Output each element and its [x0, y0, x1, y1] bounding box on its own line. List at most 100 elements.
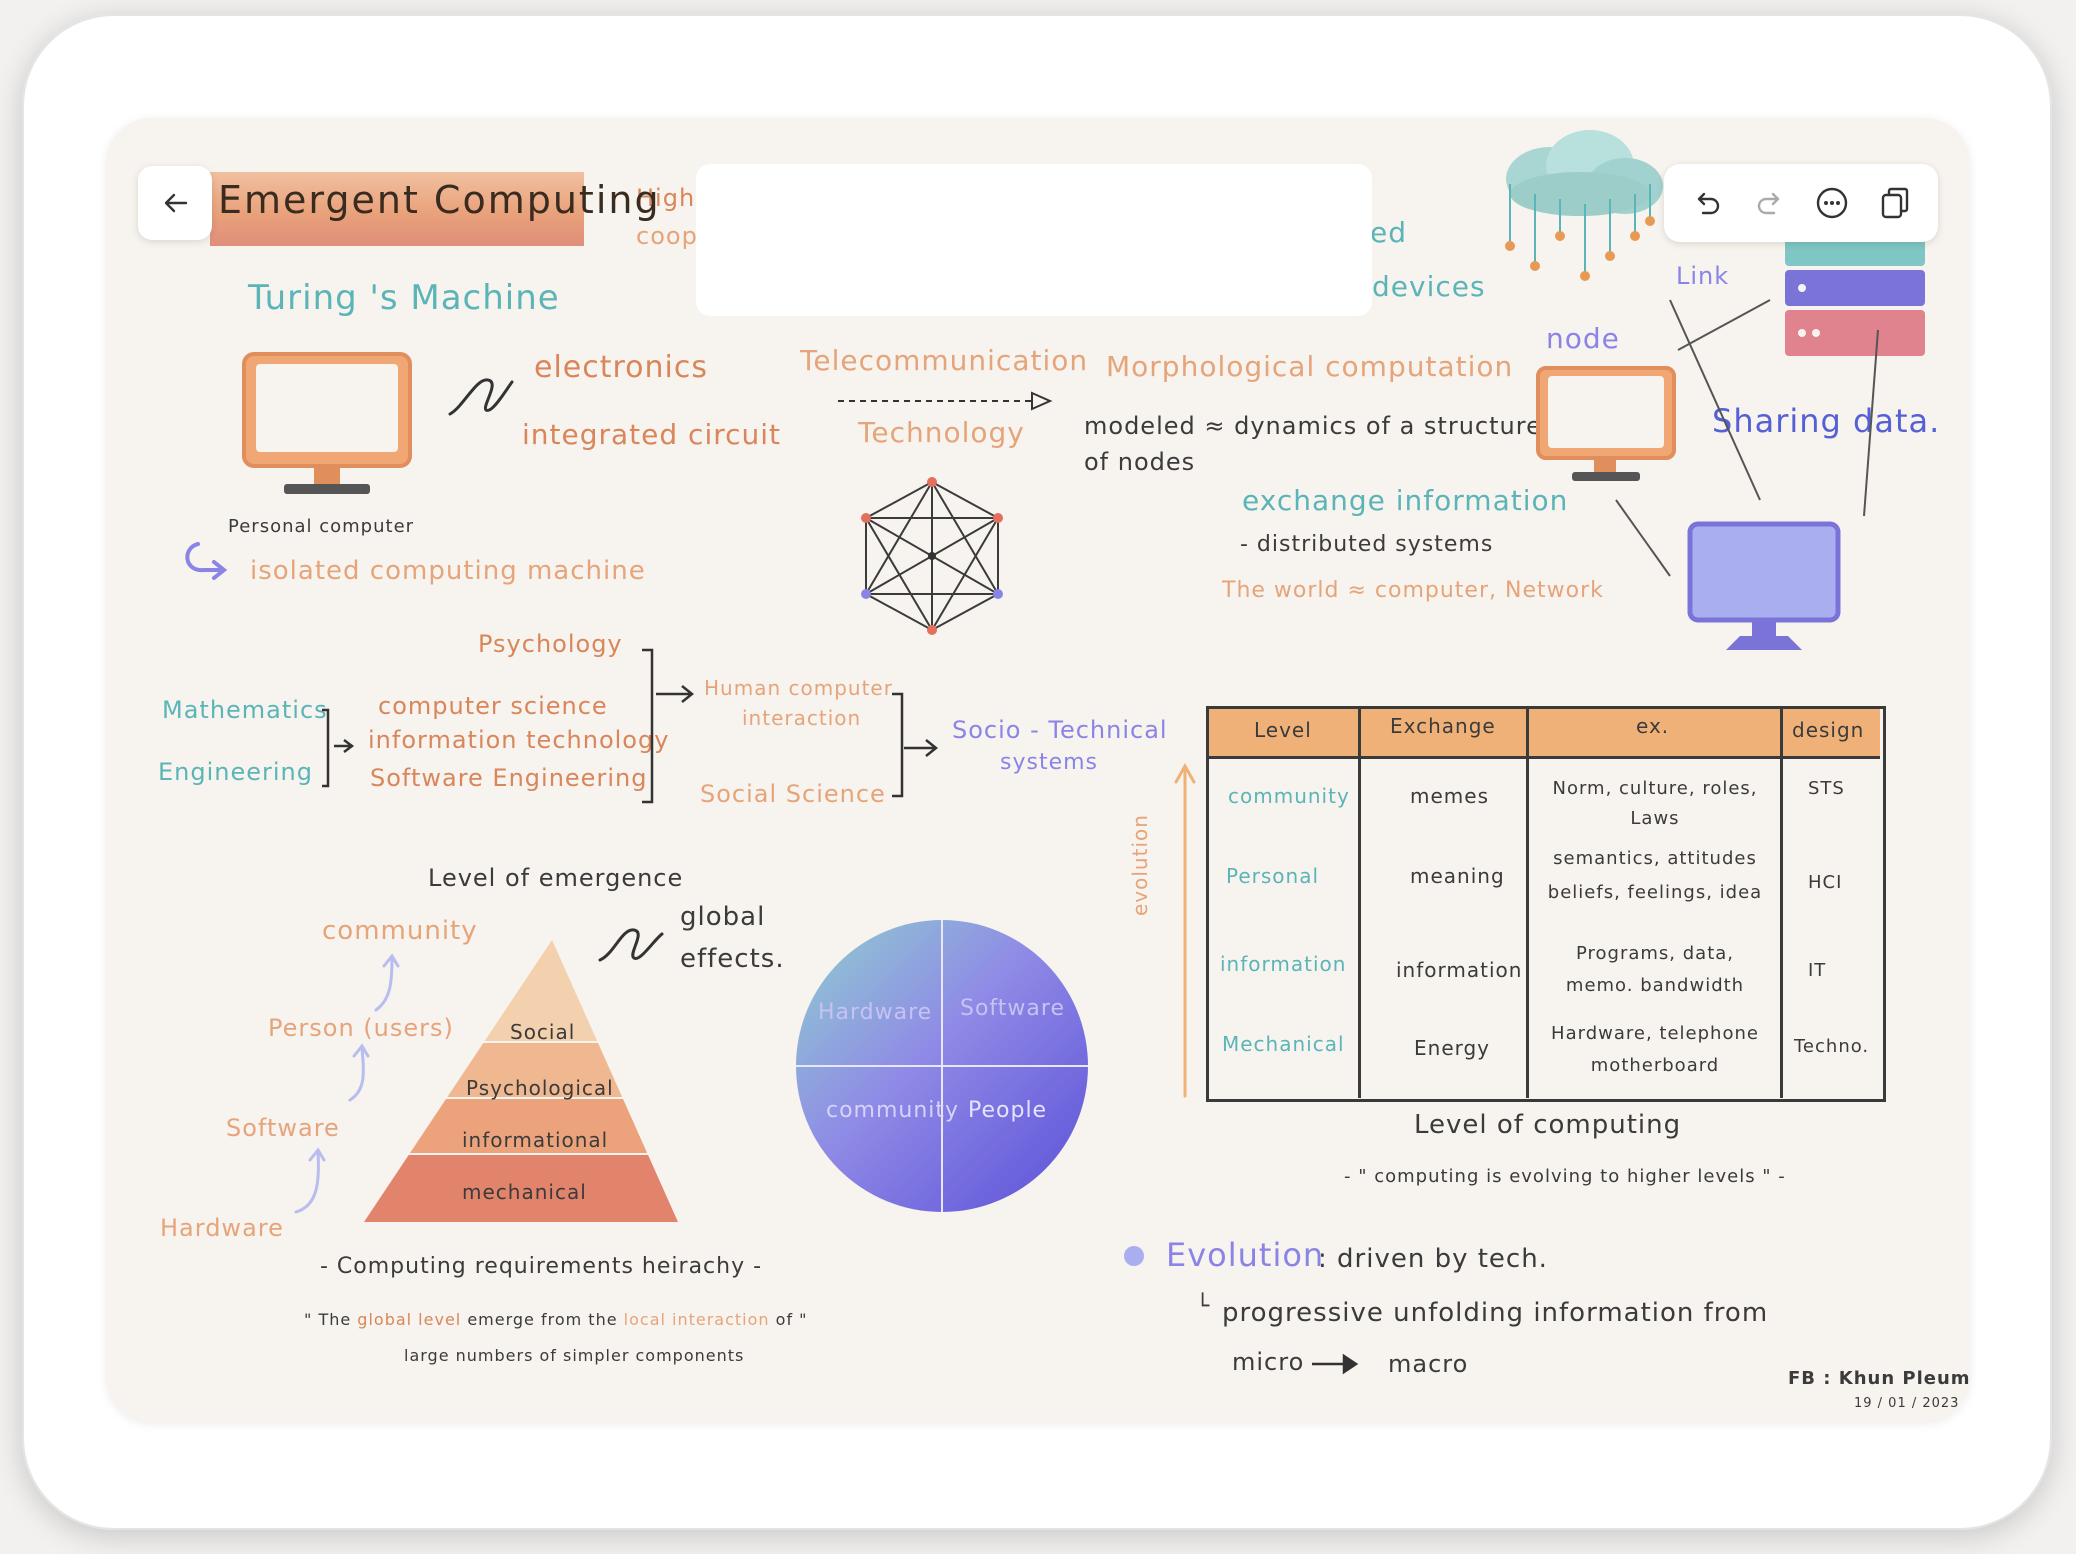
- driven-text: : driven by tech.: [1318, 1244, 1548, 1274]
- link-lines: [1615, 299, 1879, 577]
- person-label: Person (users): [268, 1014, 454, 1042]
- table-cell-level: community: [1228, 784, 1350, 808]
- back-button[interactable]: [138, 166, 212, 240]
- evolution-arrow: [1174, 762, 1196, 1098]
- social-science-text: Social Science: [700, 780, 886, 808]
- undo-button[interactable]: [1685, 181, 1729, 225]
- bullet-dot: [1124, 1246, 1144, 1266]
- monitor-icon: [242, 352, 412, 494]
- pyramid-mech: mechanical: [462, 1180, 587, 1204]
- table-cell-design: IT: [1808, 960, 1827, 981]
- table-cell-level: information: [1220, 952, 1347, 976]
- pyramid-info: informational: [462, 1128, 609, 1152]
- electronics-text: electronics: [534, 350, 709, 385]
- table-cell-exchange: information: [1396, 958, 1523, 982]
- table-cell-level: Personal: [1226, 864, 1320, 888]
- morph-text: Morphological computation: [1106, 350, 1514, 383]
- arrow-left-icon: [164, 193, 188, 213]
- note-title: Emergent Computing: [218, 178, 661, 222]
- date-text: 19 / 01 / 2023: [1854, 1396, 1960, 1411]
- micro-text: micro: [1232, 1348, 1305, 1376]
- table-cell-design: Techno.: [1794, 1036, 1870, 1057]
- quote-part-3: of ": [775, 1310, 808, 1329]
- table-cell-ex: Hardware, telephone motherboard: [1551, 1023, 1759, 1076]
- sphere-people: People: [968, 1098, 1048, 1123]
- hierarchy-caption: - Computing requirements heirachy -: [320, 1254, 763, 1279]
- technology-text: Technology: [858, 416, 1025, 449]
- integrated-text: integrated circuit: [522, 418, 782, 451]
- table-cell-ex: semantics, attitudes beliefs, feelings, …: [1547, 848, 1763, 903]
- redo-button[interactable]: [1748, 181, 1792, 225]
- network-graph-icon: [861, 477, 1003, 635]
- purple-monitor-icon: [1687, 521, 1841, 650]
- hci-text-2: interaction: [742, 706, 862, 730]
- engineering-text: Engineering: [158, 758, 313, 786]
- evolution-axis-label: evolution: [1128, 814, 1152, 916]
- node-monitor-icon: [1536, 366, 1676, 481]
- emergence-quote-line-1: " The global level emerge from the local…: [304, 1310, 808, 1329]
- copy-button[interactable]: [1873, 181, 1917, 225]
- exchange-text: exchange information: [1242, 484, 1569, 517]
- table-cell-ex: Norm, culture, roles, Laws: [1552, 778, 1758, 829]
- pyramid-chart: [360, 940, 682, 1222]
- table-cell-exchange: memes: [1410, 784, 1489, 808]
- turing-heading: Turing 's Machine: [248, 278, 560, 318]
- psychology-text: Psychology: [478, 630, 623, 658]
- isolated-text: isolated computing machine: [250, 556, 646, 586]
- copy-icon: [1881, 187, 1908, 219]
- table-col-line: [1526, 706, 1529, 1098]
- bracket-1: [322, 708, 355, 788]
- tilde-icon: [448, 378, 514, 416]
- sphere-quadrants: [796, 920, 1088, 1212]
- se-text: Software Engineering: [370, 764, 648, 792]
- arrow-curl-icon: [185, 542, 228, 580]
- hardware-label: Hardware: [160, 1214, 284, 1242]
- table-cell-design: HCI: [1808, 872, 1843, 893]
- computing-quote: - " computing is evolving to higher leve…: [1344, 1166, 1786, 1187]
- bracket-2: [642, 648, 695, 804]
- table-cell-ex: Programs, data, memo. bandwidth: [1565, 943, 1745, 996]
- table-header-bg: [1206, 706, 1880, 758]
- it-text: information technology: [368, 726, 670, 754]
- table-cell-design: STS: [1808, 778, 1845, 799]
- telecom-text: Telecommunication: [800, 344, 1089, 377]
- undo-icon: [1698, 192, 1720, 215]
- cloud-icon: [1505, 130, 1663, 281]
- sphere-community: community: [826, 1098, 960, 1123]
- title-highlight: [210, 172, 584, 246]
- table-header-level: Level: [1254, 718, 1312, 742]
- pc-caption: Personal computer: [228, 516, 415, 537]
- evolution-heading: Evolution: [1166, 1236, 1325, 1274]
- table-header-ex: ex.: [1636, 714, 1670, 738]
- table-cell-exchange: Energy: [1414, 1036, 1491, 1060]
- software-label: Software: [226, 1114, 340, 1142]
- sts-text-2: systems: [1000, 750, 1098, 775]
- world-text: The world ≈ computer, Network: [1222, 578, 1604, 603]
- progressive-text: progressive unfolding information from: [1222, 1298, 1769, 1328]
- more-icon: [1817, 187, 1848, 219]
- sphere-hardware: Hardware: [818, 1000, 933, 1025]
- macro-text: macro: [1388, 1350, 1469, 1378]
- cs-text: computer science: [378, 692, 608, 720]
- pyramid-social: Social: [510, 1020, 576, 1044]
- tilde-icon-2: [598, 928, 664, 962]
- quote-local: local interaction: [623, 1310, 770, 1329]
- level-computing-caption: Level of computing: [1414, 1110, 1682, 1140]
- table-cell-exchange: meaning: [1410, 864, 1505, 888]
- level-table: [1206, 706, 1886, 1102]
- quote-global: global level: [357, 1310, 462, 1329]
- toolbar: [1664, 164, 1938, 242]
- hci-text-1: Human computer: [704, 676, 893, 700]
- sphere-software: Software: [960, 996, 1065, 1021]
- arrow-right-icon: [1312, 1353, 1359, 1375]
- level-emergence-text: Level of emergence: [428, 864, 684, 892]
- corner-mark: └: [1196, 1294, 1211, 1319]
- redo-icon: [1757, 192, 1779, 215]
- link-label: Link: [1676, 262, 1730, 290]
- quote-part-2: emerge from the: [467, 1310, 618, 1329]
- dashed-arrow-icon: [838, 391, 1053, 411]
- mathematics-text: Mathematics: [162, 696, 328, 724]
- table-header-design: design: [1792, 718, 1865, 742]
- table-col-line: [1358, 706, 1361, 1098]
- more-button[interactable]: [1810, 181, 1854, 225]
